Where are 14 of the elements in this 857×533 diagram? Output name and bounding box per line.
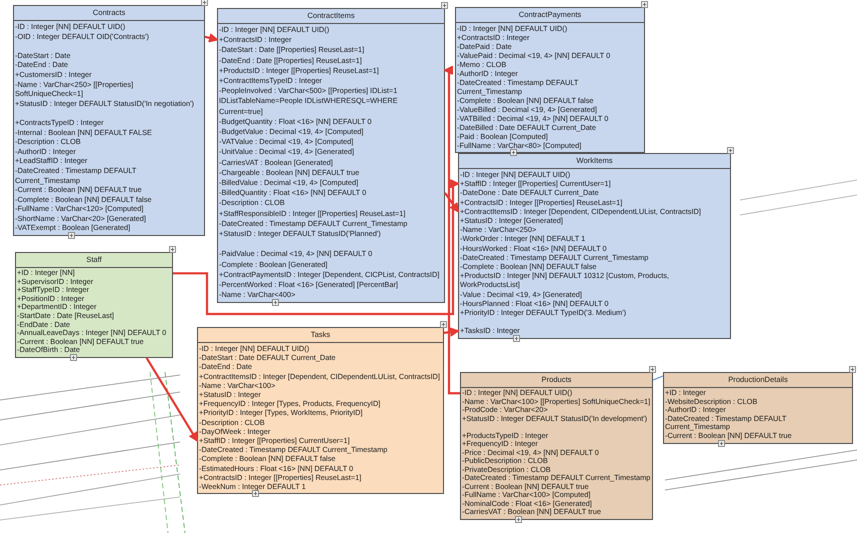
- table-box: [217, 8, 445, 304]
- relationship-arrow: [173, 178, 460, 316]
- relationship-arrow: [146, 357, 198, 442]
- table-box: [663, 372, 853, 444]
- relationship-arrow: [444, 327, 460, 337]
- relationship-arrow: [444, 192, 459, 212]
- table-box: [15, 252, 173, 358]
- table-box: [13, 5, 205, 236]
- table-box: [460, 372, 653, 520]
- relationship-arrow: [444, 65, 460, 394]
- table-box: [458, 153, 731, 339]
- relationship-arrow: [204, 33, 218, 43]
- table-box: [455, 7, 645, 153]
- table-box: [197, 327, 444, 494]
